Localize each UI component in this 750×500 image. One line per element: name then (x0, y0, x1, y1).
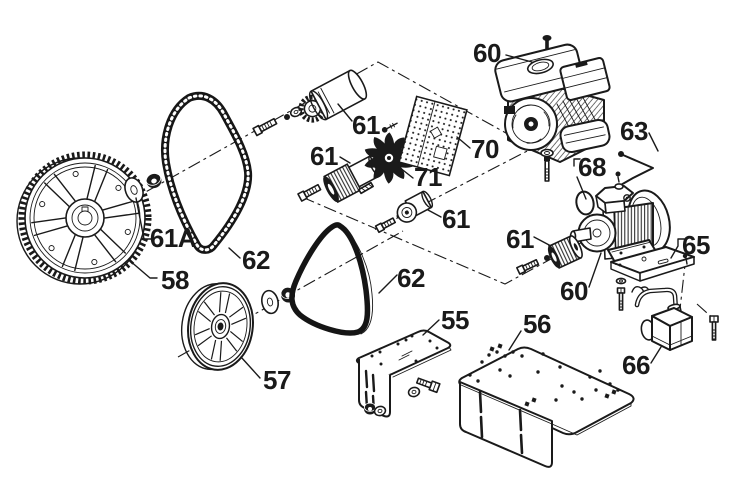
lock-washer (544, 255, 550, 261)
callouts: 60 63 68 70 71 61 61 61 61 61A 58 62 62 … (128, 38, 710, 395)
part-label-60-engine: 60 (473, 38, 501, 68)
coupling-bolt (374, 217, 397, 234)
leader-61A (135, 197, 152, 240)
part-label-62-belt: 62 (397, 263, 425, 293)
engine-bracket (355, 329, 452, 418)
leader-66 (650, 346, 662, 364)
base-plate (458, 343, 635, 468)
coupling-motor-bolt (516, 258, 540, 275)
leader-60-motor (588, 252, 602, 288)
pulley-wheel (176, 278, 258, 374)
part-label-57: 57 (263, 365, 291, 395)
leader-60-engine (505, 54, 533, 63)
switch-bolt (709, 315, 719, 341)
leader-63 (648, 132, 659, 152)
part-label-70: 70 (471, 134, 499, 164)
leader-62-chain (228, 247, 241, 259)
drive-chain (161, 91, 253, 254)
flat-washer-61A (124, 177, 144, 203)
leader-58 (128, 259, 158, 279)
leader-61-motor (533, 236, 552, 247)
leader-55 (422, 319, 440, 336)
lock-washer (284, 114, 290, 120)
hex-nut (145, 172, 162, 189)
coupling-right (396, 190, 434, 223)
terminal-screw (614, 171, 624, 190)
clutch-drum (298, 69, 368, 123)
washer (407, 386, 421, 398)
part-label-63: 63 (620, 116, 648, 146)
part-label-61A: 61A (150, 223, 197, 253)
leader-71 (398, 166, 414, 179)
part-label-61-top: 61 (352, 110, 380, 140)
part-label-55: 55 (441, 305, 469, 335)
ground-wire (618, 151, 654, 187)
coupling-bolt (297, 183, 322, 202)
mount-bolt (616, 287, 626, 311)
leader-57 (240, 356, 261, 379)
part-label-66: 66 (622, 350, 650, 380)
gas-engine (494, 35, 611, 182)
leader-61-right (427, 209, 442, 218)
part-label-61-motor: 61 (506, 224, 534, 254)
part-label-68: 68 (578, 152, 606, 182)
v-belt (289, 222, 373, 336)
bracket-screw (682, 253, 688, 265)
axis-bolt (252, 117, 278, 137)
leader-65 (670, 238, 685, 259)
part-label-61-left: 61 (310, 141, 338, 171)
part-label-56: 56 (523, 309, 551, 339)
washer (373, 405, 387, 417)
fan-screw (381, 122, 398, 133)
leader-61-left (339, 156, 351, 164)
leader-68 (573, 158, 587, 200)
bracket-bolt (415, 377, 441, 394)
coupling-left (323, 155, 383, 204)
part-label-58: 58 (161, 265, 189, 295)
leader-56 (508, 330, 522, 351)
part-label-65: 65 (682, 230, 710, 260)
flat-washer (261, 289, 279, 315)
leader-62-belt (378, 274, 398, 294)
part-label-62-chain: 62 (242, 245, 270, 275)
coupling-motor (547, 234, 583, 270)
chain-sprocket-wheel (16, 151, 152, 285)
switch-pipe-core (636, 288, 677, 312)
washer (615, 277, 627, 285)
pressure-switch (640, 303, 693, 351)
part-label-61-right: 61 (442, 204, 470, 234)
hex-nut (364, 402, 376, 415)
fan (363, 131, 415, 185)
leader-61-top (337, 103, 353, 122)
electric-motor (569, 185, 671, 265)
leader-70 (456, 136, 471, 149)
washer (289, 106, 303, 118)
motor-terminal-box (595, 185, 634, 214)
part-label-71: 71 (414, 162, 442, 192)
key-pin (358, 181, 374, 195)
motor-capacitor (575, 190, 595, 216)
part-label-60-motor: 60 (560, 276, 588, 306)
baffle-plate (398, 95, 468, 177)
